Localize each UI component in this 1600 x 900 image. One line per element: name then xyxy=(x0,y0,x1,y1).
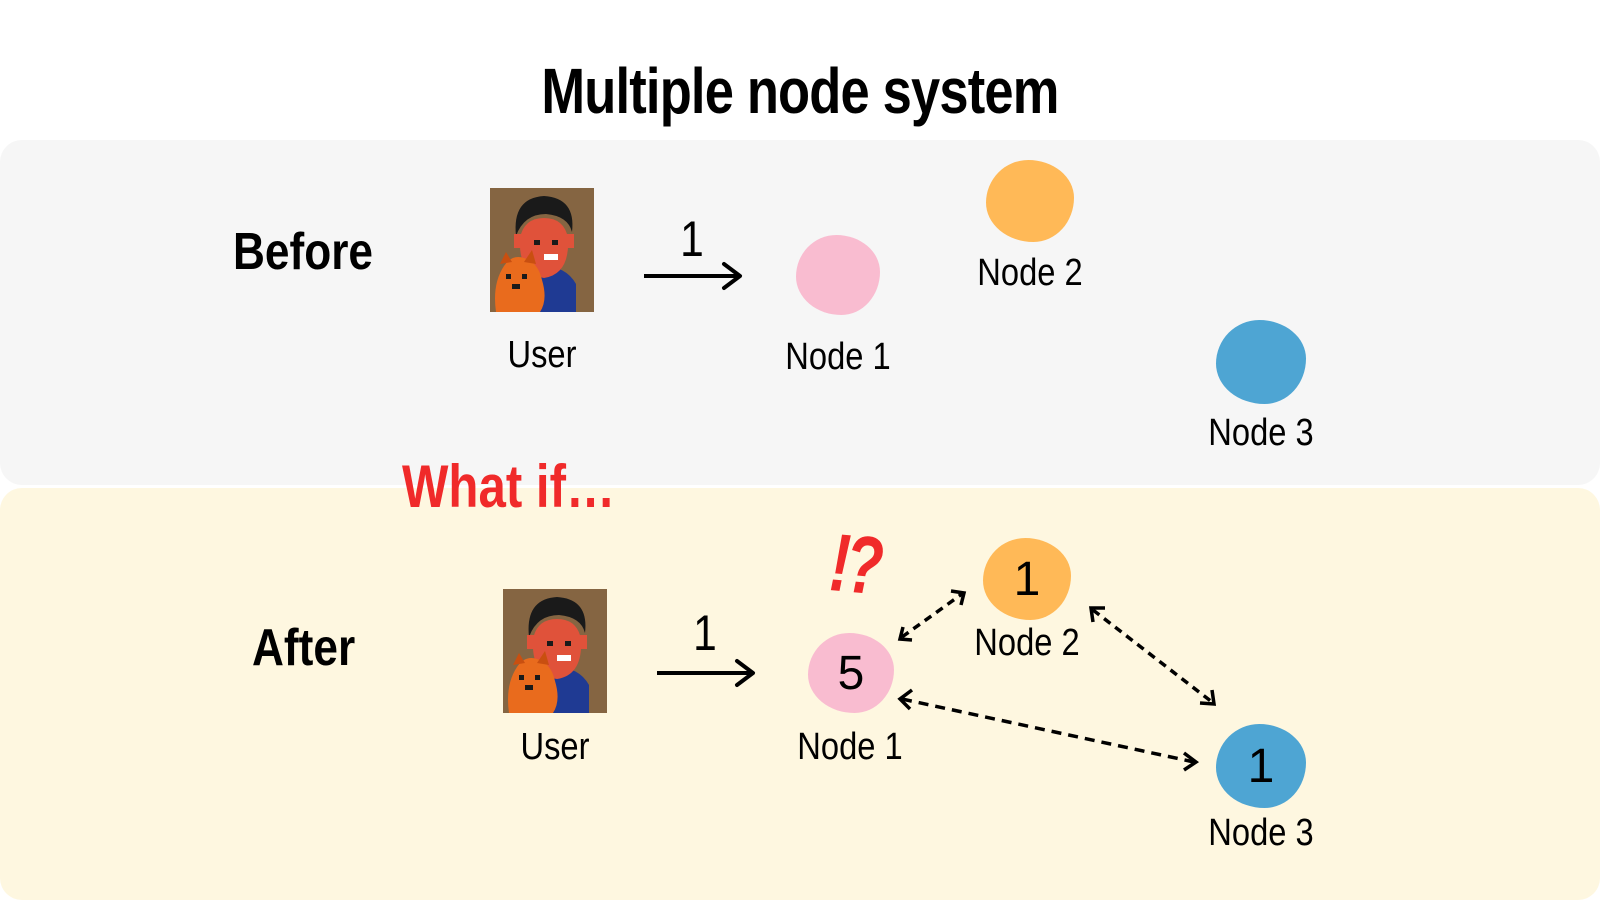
user-avatar-icon xyxy=(490,188,594,312)
after-label: After xyxy=(252,619,356,677)
after-panel xyxy=(0,488,1600,900)
double-arrow-dashed-icon xyxy=(897,589,967,642)
before-node-2-label: Node 2 xyxy=(977,252,1083,294)
before-label: Before xyxy=(233,223,374,281)
after-node-2-label: Node 2 xyxy=(974,622,1080,664)
after-request-count: 1 xyxy=(693,605,717,661)
after-node-1: 5 xyxy=(808,633,894,713)
before-user-label: User xyxy=(507,334,577,376)
arrow-right-icon xyxy=(644,262,742,290)
arrow-right-icon xyxy=(657,659,755,687)
before-node-1 xyxy=(796,235,880,315)
page-title: Multiple node system xyxy=(541,55,1059,127)
after-node-2: 1 xyxy=(983,538,1071,620)
after-user-label: User xyxy=(520,726,590,768)
before-node-2 xyxy=(986,160,1074,242)
double-arrow-dashed-icon xyxy=(1088,606,1217,706)
after-node-3: 1 xyxy=(1216,724,1306,808)
before-node-3-label: Node 3 xyxy=(1208,412,1314,454)
before-request-count: 1 xyxy=(680,211,704,267)
what-if-heading: What if… xyxy=(402,453,616,520)
before-node-1-label: Node 1 xyxy=(785,336,891,378)
before-panel xyxy=(0,140,1600,485)
after-node-3-label: Node 3 xyxy=(1208,812,1314,854)
after-node-1-label: Node 1 xyxy=(797,726,903,768)
user-avatar-icon xyxy=(503,589,607,713)
before-node-3 xyxy=(1216,320,1306,404)
double-arrow-dashed-icon xyxy=(897,688,1200,772)
